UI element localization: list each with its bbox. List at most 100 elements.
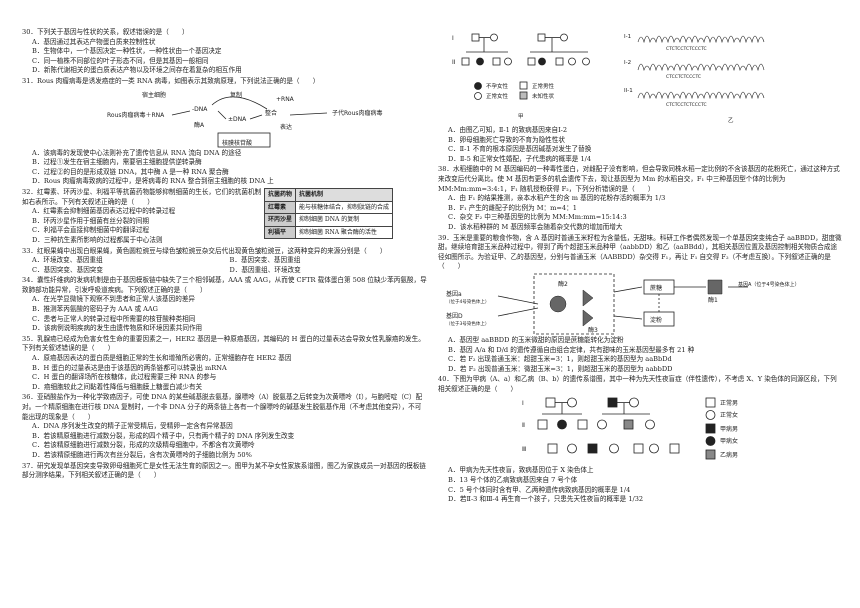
option-d: D．若该精原细胞进行两次有丝分裂后，含有次黄嘌呤的子细胞比例为 50% (32, 450, 252, 459)
arrow-4 (289, 112, 328, 115)
enzyme1-label: 酶1 (708, 296, 718, 304)
sequence-top: CTCTCCTCTCCCTC (666, 46, 707, 52)
sucrose-label: 蔗糖 (650, 284, 662, 292)
legend-normal-female: 正常女性 (486, 92, 509, 100)
legend-b-male: 乙病男 (720, 451, 738, 459)
arrow-gene-d (497, 307, 539, 317)
question-33: 33．红眼果蝇中出现白眼果蝇，黄色圆粒豌豆与绿色皱粒豌豆杂交后代出现黄色皱粒豌豆… (22, 247, 427, 276)
virus-process-figure: 宿主细胞 Rous肉瘤病毒＋RNA -DNA 酶A 复制 ±DNA 整合 +RN… (107, 91, 383, 147)
option-d: D．新陈代谢相关的蛋白质表达产物以及环境之间存在着复杂的相互作用 (32, 66, 242, 75)
option-d: D．该病例说明疾病的发生由遗传物质和环境因素共同作用 (32, 324, 203, 333)
female-symbol (490, 33, 498, 42)
option-c: C．Ⅱ-1 不育的根本原因是基因碱基对发生了替换 (448, 145, 592, 154)
table-header: 抗菌药物 (263, 187, 297, 202)
antibiotic-table: 抗菌药物抗菌机制 红霉素能与核糖体结合，抑制肽链的合成 环丙沙星抑制细菌 DNA… (263, 187, 394, 240)
enzyme-icon (707, 279, 723, 295)
left-column: 30．下列关于基因与性状的关系，叙述错误的是（ ） A．基因通过其表达产物蛋白质… (22, 28, 427, 482)
option-c: C．5 号个体同时含有甲、乙两种遗传病致病基因的概率是 1/4 (448, 485, 631, 494)
option-a: A．该病毒的发现使中心法则补充了遗传信息从 RNA 流向 DNA 的途径 (32, 148, 242, 157)
option-a: A．红霉素会抑制细菌基因表达过程中的转录过程 (32, 207, 176, 216)
option-b: B．环丙沙星作用于细菌有丝分裂的间期 (32, 216, 149, 225)
question-stem: 36．亚硝酸盐作为一种化学致癌因子，可使 DNA 的某些碱基脱去氨基，腺嘌呤（A… (22, 393, 423, 421)
legend-infertile-female: 不孕女性 (486, 82, 509, 90)
option-d: D．该水稻种群的 M 基因频率会随着杂交代数的增加而增大 (448, 222, 623, 231)
question-stem: 40．下图为甲病（A、a）和乙病（B、b）的遗传系谱图，其中一种为先天性夜盲症（… (438, 375, 837, 393)
option-b: B．过程①发生在宿主细胞内，需要宿主细胞提供逆转录酶 (32, 158, 202, 167)
generation-3: Ⅲ (522, 446, 526, 453)
generation-i: I (452, 35, 454, 42)
virus-label: Rous肉瘤病毒＋RNA (107, 111, 165, 119)
arrow-to-starch (613, 315, 643, 320)
option-c: C．若该精原细胞进行减数分裂，形成的次级精母细胞中，不都含有次黄嘌呤 (32, 441, 255, 450)
pedigree-symbols (461, 33, 590, 100)
host-label: 宿主细胞 (142, 91, 166, 99)
arrow-to-sucrose (613, 286, 643, 293)
seq-label-ii1: II-1 (624, 88, 633, 94)
question-37: 37．研究发现单基因突变导致卵母细胞死亡是女性无法生育的原因之一。图甲为某不孕女… (22, 462, 427, 481)
minus-dna-label: -DNA (192, 106, 208, 113)
option-d: D．Ⅱ-5 和正常女性婚配，子代患病的概率是 1/4 (448, 154, 592, 163)
question-stem: 39．玉米是重要的粮食作物，含 A 基因时普通玉米籽粒为含量低，无甜味。科研工作… (438, 233, 842, 271)
enzyme-icon (582, 289, 594, 307)
question-32: 32．红霉素、环丙沙星、利福平等抗菌药物能够抑制细菌的生长，它们的抗菌机制如右表… (22, 188, 427, 246)
enzyme-icon (582, 309, 594, 327)
express-label: 表达 (280, 123, 292, 131)
option-a: A．由图乙可知，Ⅱ-1 的致病基因来自Ⅰ-2 (448, 126, 568, 134)
legend-normal-female: 正常女 (720, 411, 738, 419)
arrow-3 (249, 114, 263, 119)
question-31: 31．Rous 肉瘤病毒是诱发癌症的一类 RNA 病毒，如图表示其致病原理，下列… (22, 77, 427, 187)
option-c: C．若 F₂ 出现普通玉米：超甜玉米=3：1，则超甜玉米的基因型为 aaBbDd (448, 355, 672, 364)
virus-diagram: 宿主细胞 Rous肉瘤病毒＋RNA -DNA 酶A 复制 ±DNA 整合 +RN… (22, 87, 427, 149)
plus-rna-label: +RNA (276, 96, 295, 103)
option-c: C．同一植株不同部位的叶子形态不同，但是其基因一般相同 (32, 56, 209, 65)
table-cell: 利福平 (263, 225, 297, 240)
generation-2: Ⅱ (522, 422, 525, 429)
fuse-label: 整合 (265, 109, 277, 117)
corn-pathway-diagram: 基因a （位于4号染色体上） 基因D （位于3号染色体上） 酶2 酶3 蔗糖 淀… (438, 272, 843, 336)
q40-legend-symbols (705, 398, 716, 460)
question-34: 34．囊性纤维病的发病机制是由于基因模板链中缺失了三个相邻碱基，AAA 或 AA… (22, 276, 427, 334)
option-c: C．杂交 F₂ 中三种基因型的比例为 MM:Mm:mm=15:14:3 (448, 213, 627, 222)
question-stem: 34．囊性纤维病的发病机制是由于基因模板链中缺失了三个相邻碱基，AAA 或 AA… (22, 276, 427, 294)
option-d: D．癌细胞较此之间黏着性降低与细胞膜上糖蛋白减少有关 (32, 382, 203, 391)
option-a: A．原癌基因表达的蛋白质是细胞正常的生长和增殖所必需的，正常细胞存在 HER2 … (32, 354, 292, 363)
option-b: B．卵母细胞死亡导致的不育为隐性性状 (448, 135, 565, 144)
option-c: C．过程②的目的是形成双链 DNA，其中酶 A 是一种 RNA 聚合酶 (32, 167, 229, 176)
option-d: D．若Ⅱ-3 和Ⅲ-4 再生育一个孩子，只患先天性夜盲的概率是 1/32 (448, 495, 644, 504)
question-stem: 37．研究发现单基因突变导致卵母细胞死亡是女性无法生育的原因之一。图甲为某不孕女… (22, 461, 427, 480)
question-37-options: A．由图乙可知，Ⅱ-1 的致病基因来自Ⅰ-2 B．卵母细胞死亡导致的不育为隐性性… (438, 126, 843, 164)
option-c: C．患者与正常人的转录过程中所需要的核苷酸种类相同 (32, 314, 196, 323)
arrow-2 (217, 110, 227, 119)
male-symbol (471, 33, 480, 42)
gene-a-location: （位于4号染色体上） (446, 298, 489, 305)
option-b: B．推测苯丙氨酸的密码子为 AAA 或 AAG (32, 305, 158, 314)
option-a: A．由 F₁ 的结果推测，亲本水稻产生的含 m 基因的花粉存活的概率为 1/3 (448, 194, 666, 203)
question-38: 38．水稻细胞中的 M 基因编码的一种毒性蛋白，对雌配子没有影响，但会导致同株水… (438, 165, 843, 232)
option-b: B．生物体中，一个基因决定一种性状，一种性状由一个基因决定 (32, 47, 222, 56)
legend-normal-male: 正常男 (720, 399, 738, 407)
pedigree-and-sequence: I II (452, 33, 765, 124)
copy-label: 复制 (230, 91, 242, 99)
option-c: C．基因突变、基因突变 (32, 265, 103, 274)
option-b: B．基因 A/a 和 D/d 的遗传遵循自由组合定律，共有甜味的玉米基因型最多有… (448, 345, 695, 354)
seq-label-i1: I-1 (624, 34, 631, 40)
arrow-copy (211, 96, 268, 109)
table-cell: 抑制细菌 DNA 的复制 (295, 213, 394, 227)
sequence-mid: CTCCTCTCCCTC (666, 74, 701, 80)
legend-unknown: 未知性状 (532, 92, 555, 100)
q37-figures: I II (438, 28, 843, 126)
sequence-bottom: CTCTCCTCTCCCTC (666, 102, 707, 108)
question-36: 36．亚硝酸盐作为一种化学致癌因子，可使 DNA 的某些碱基脱去氨基，腺嘌呤（A… (22, 393, 427, 460)
cell-box (533, 273, 615, 335)
question-stem: 32．红霉素、环丙沙星、利福平等抗菌药物能够抑制细菌的生长，它们的抗菌机制如右表… (22, 187, 262, 206)
sequence-traces (637, 35, 765, 100)
gene-A-label: 基因A（位于4号染色体上） (738, 281, 800, 288)
corn-pathway-figure: 基因a （位于4号染色体上） 基因D （位于3号染色体上） 酶2 酶3 蔗糖 淀… (446, 273, 800, 335)
option-a: A．在光学显微镜下观察不到患者和正常人该基因的差异 (32, 295, 196, 304)
gene-b-location: （位于3号染色体上） (446, 320, 489, 327)
option-b: B．13 号个体的乙病致病基因来自 7 号个体 (448, 476, 578, 485)
legend-a-male: 甲病男 (720, 425, 738, 433)
legend-a-female: 甲病女 (720, 437, 738, 445)
question-40: 40．下图为甲病（A、a）和乙病（B、b）的遗传系谱图，其中一种为先天性夜盲症（… (438, 375, 843, 505)
starch-label: 淀粉 (650, 316, 662, 324)
